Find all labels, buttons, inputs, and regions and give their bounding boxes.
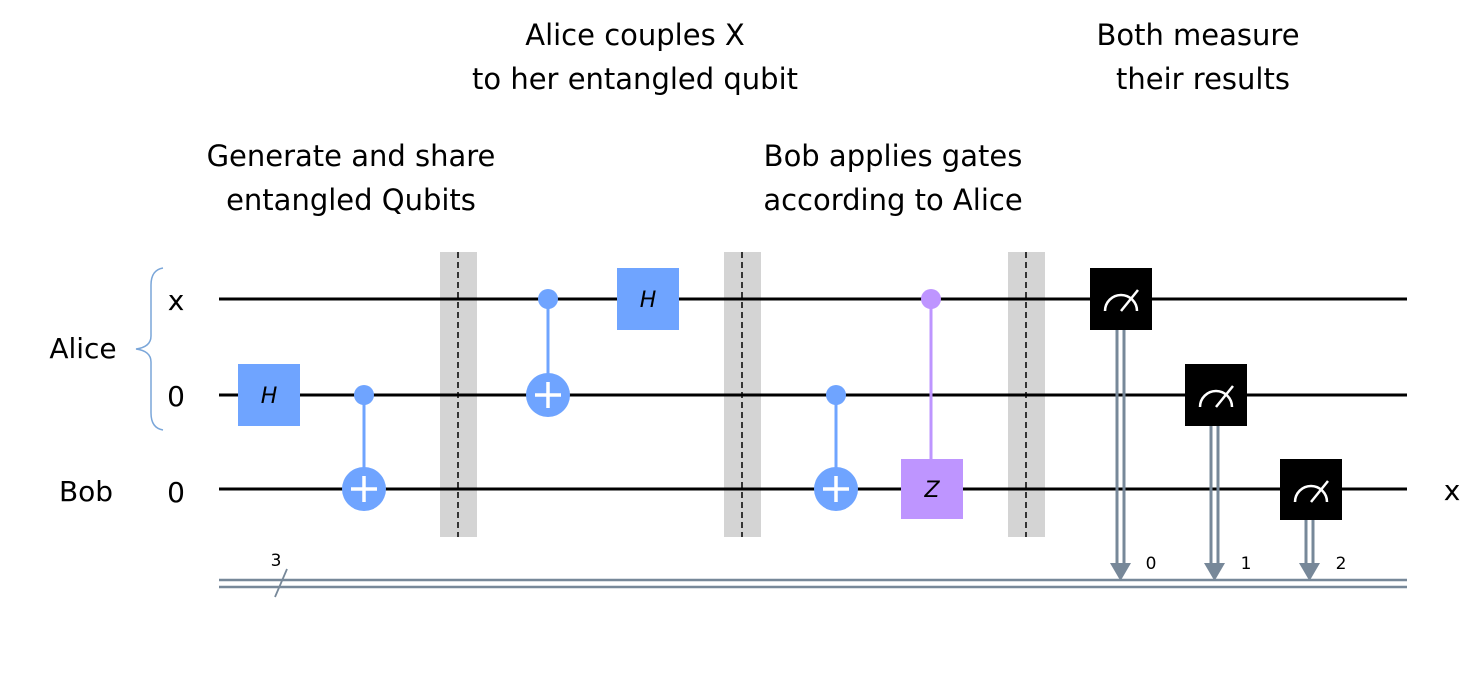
gate-label: H xyxy=(640,288,657,313)
measure-gate-q1 xyxy=(1185,364,1247,581)
measure-gate-q2 xyxy=(1280,459,1342,581)
caption-generate-entangle: Generate and share entangled Qubits xyxy=(207,139,496,217)
caption-both-measure: Both measure their results xyxy=(1096,18,1299,96)
classical-wire xyxy=(219,568,1407,598)
classical-bit-label-0: 0 xyxy=(1146,554,1157,574)
cz-gate: Z xyxy=(901,289,963,519)
caption-alice-couples: Alice couples X to her entangled qubit xyxy=(472,18,798,96)
output-label: x xyxy=(1444,474,1461,507)
caption-line: entangled Qubits xyxy=(226,183,476,217)
caption-line: according to Alice xyxy=(763,183,1022,217)
h-gate-q1: H xyxy=(238,364,300,426)
party-label-alice: Alice xyxy=(49,332,116,365)
cnot-gate-bob xyxy=(814,385,858,511)
qubit-label-2: 0 xyxy=(167,476,185,509)
caption-line: Alice couples X xyxy=(525,18,745,52)
caption-bob-applies: Bob applies gates according to Alice xyxy=(763,139,1022,217)
classical-bit-label-1: 1 xyxy=(1241,554,1252,574)
caption-line: Bob applies gates xyxy=(764,139,1023,173)
party-label-bob: Bob xyxy=(59,475,113,508)
h-gate-q0: H xyxy=(617,268,679,330)
classical-register-size: 3 xyxy=(271,551,282,571)
measure-gate-q0 xyxy=(1090,268,1152,581)
qubit-label-1: 0 xyxy=(167,380,185,413)
caption-line: Generate and share xyxy=(207,139,496,173)
gate-label: H xyxy=(261,384,278,409)
gate-label: Z xyxy=(923,478,940,503)
caption-line: Both measure xyxy=(1096,18,1299,52)
alice-brace xyxy=(135,267,164,431)
cnot-gate-q1-q2 xyxy=(342,385,386,511)
classical-bit-label-2: 2 xyxy=(1336,554,1347,574)
caption-line: their results xyxy=(1116,62,1290,96)
qubit-label-0: x xyxy=(168,284,185,317)
cnot-gate-q0-q1 xyxy=(526,289,570,417)
caption-line: to her entangled qubit xyxy=(472,62,798,96)
